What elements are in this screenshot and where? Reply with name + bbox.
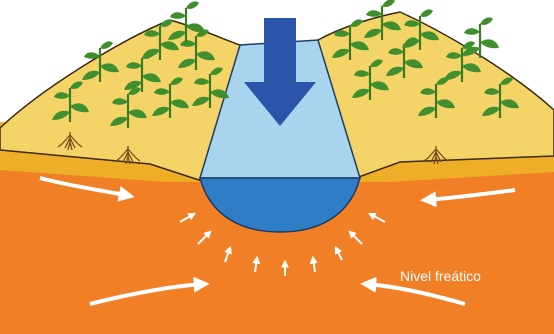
water-table-label: Nivel freático	[400, 268, 481, 284]
